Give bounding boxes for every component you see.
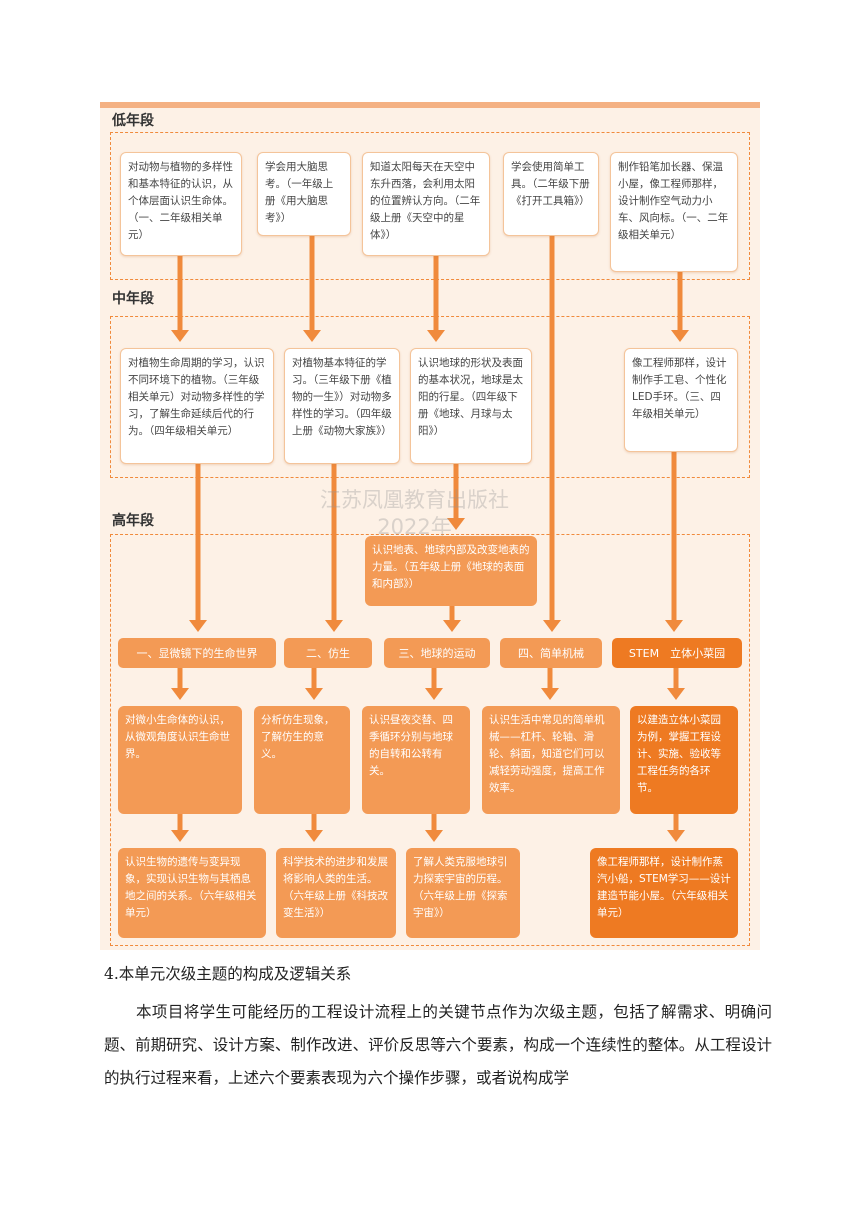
arrow-mid2-theme2-head (325, 620, 343, 632)
theme-2: 二、仿生 (284, 638, 372, 668)
arrow-t3-hm3-head (425, 688, 443, 700)
zone-mid (110, 316, 750, 478)
arrow-t2-hm2-head (305, 688, 323, 700)
arrow-hm3-hb3-head (425, 830, 443, 842)
section-label-high: 高年段 (112, 513, 154, 529)
arrow-t1-hm1-head (171, 688, 189, 700)
watermark-line-1: 江苏凤凰教育出版社 (320, 488, 509, 512)
high-mid-box-1: 对微小生命体的认识，从微观角度认识生命世界。 (118, 706, 242, 814)
arrow-hightop-theme3-head (443, 620, 461, 632)
zone-low (110, 132, 750, 280)
flow-arrows (171, 236, 689, 842)
arrow-hm1-hb1-head (171, 830, 189, 842)
theme-3: 三、地球的运动 (384, 638, 490, 668)
body-paragraph: 本项目将学生可能经历的工程设计流程上的关键节点作为次级主题，包括了解需求、明确问… (104, 1003, 772, 1087)
mid-box-4: 像工程师那样，设计制作手工皂、个性化LED手环。（三、四年级相关单元） (624, 348, 738, 452)
high-bottom-box-2: 科学技术的进步和发展将影响人类的生活。（六年级上册《科技改变生活》） (276, 848, 396, 938)
low-box-4: 学会使用简单工具。（二年级下册《打开工具箱》） (503, 152, 599, 236)
zone-high (110, 534, 750, 946)
header-band (100, 102, 760, 108)
mid-box-2: 对植物基本特征的学习。（三年级下册《植物的一生》）对动物多样性的学习。（四年级上… (284, 348, 400, 464)
arrow-low4-theme4-head (543, 620, 561, 632)
low-box-3: 知道太阳每天在天空中东升西落，会利用太阳的位置辨认方向。（二年级上册《天空中的星… (362, 152, 490, 256)
high-top-box: 认识地表、地球内部及改变地表的力量。（五年级上册《地球的表面和内部》） (365, 536, 537, 606)
theme-5: STEM 立体小菜园 (612, 638, 742, 668)
arrow-t4-hm4-head (541, 688, 559, 700)
low-box-1: 对动物与植物的多样性和基本特征的认识，从个体层面认识生命体。（一、二年级相关单元… (120, 152, 242, 256)
section-label-mid: 中年段 (112, 291, 154, 307)
arrow-low1-mid1-head (171, 330, 189, 342)
arrow-mid1-theme1-head (189, 620, 207, 632)
arrow-low3-mid3-head (427, 330, 445, 342)
section-label-low: 低年段 (112, 113, 154, 129)
section-caption: 4.本单元次级主题的构成及逻辑关系 (104, 965, 352, 983)
high-bottom-box-3: 了解人类克服地球引力探索宇宙的历程。（六年级上册《探索宇宙》） (406, 848, 520, 938)
high-mid-box-3: 认识昼夜交替、四季循环分别与地球的自转和公转有关。 (362, 706, 470, 814)
high-mid-box-2: 分析仿生现象，了解仿生的意义。 (254, 706, 350, 814)
publisher-watermark: 江苏凤凰教育出版社 2022年 (320, 487, 509, 541)
high-mid-box-5: 以建造立体小菜园为例，掌握工程设计、实施、验收等工程任务的各环节。 (630, 706, 738, 814)
low-box-5: 制作铅笔加长器、保温小屋，像工程师那样，设计制作空气动力小车、风向标。（一、二年… (610, 152, 738, 272)
mid-box-3: 认识地球的形状及表面的基本状况，地球是太阳的行星。（四年级下册《地球、月球与太阳… (410, 348, 532, 464)
high-bottom-box-4: 像工程师那样，设计制作蒸汽小船，STEM学习——设计建造节能小屋。（六年级相关单… (590, 848, 738, 938)
theme-4: 四、简单机械 (500, 638, 602, 668)
arrow-low2-mid2-head (303, 330, 321, 342)
arrow-mid3-hightop-head (447, 518, 465, 530)
high-bottom-box-1: 认识生物的遗传与变异现象，实现认识生物与其栖息地之间的关系。（六年级相关单元） (118, 848, 266, 938)
curriculum-flow-diagram: 低年段 中年段 高年段 对动物与植物的多样性和基本特征的认识，从个体层面认识生命… (100, 102, 760, 950)
mid-box-1: 对植物生命周期的学习，认识不同环境下的植物。（三年级相关单元）对动物多样性的学习… (120, 348, 274, 464)
arrow-mid4-theme5-head (665, 620, 683, 632)
watermark-line-2: 2022年 (377, 515, 452, 539)
arrow-t5-hm5-head (667, 688, 685, 700)
arrow-hm2-hb2-head (305, 830, 323, 842)
high-mid-box-4: 认识生活中常见的简单机械——杠杆、轮轴、滑轮、斜面，知道它们可以减轻劳动强度，提… (482, 706, 620, 814)
theme-1: 一、显微镜下的生命世界 (118, 638, 276, 668)
low-box-2: 学会用大脑思考。（一年级上册《用大脑思考》） (257, 152, 351, 236)
arrow-hm5-hb4-head (667, 830, 685, 842)
arrow-low5-mid4-head (671, 330, 689, 342)
